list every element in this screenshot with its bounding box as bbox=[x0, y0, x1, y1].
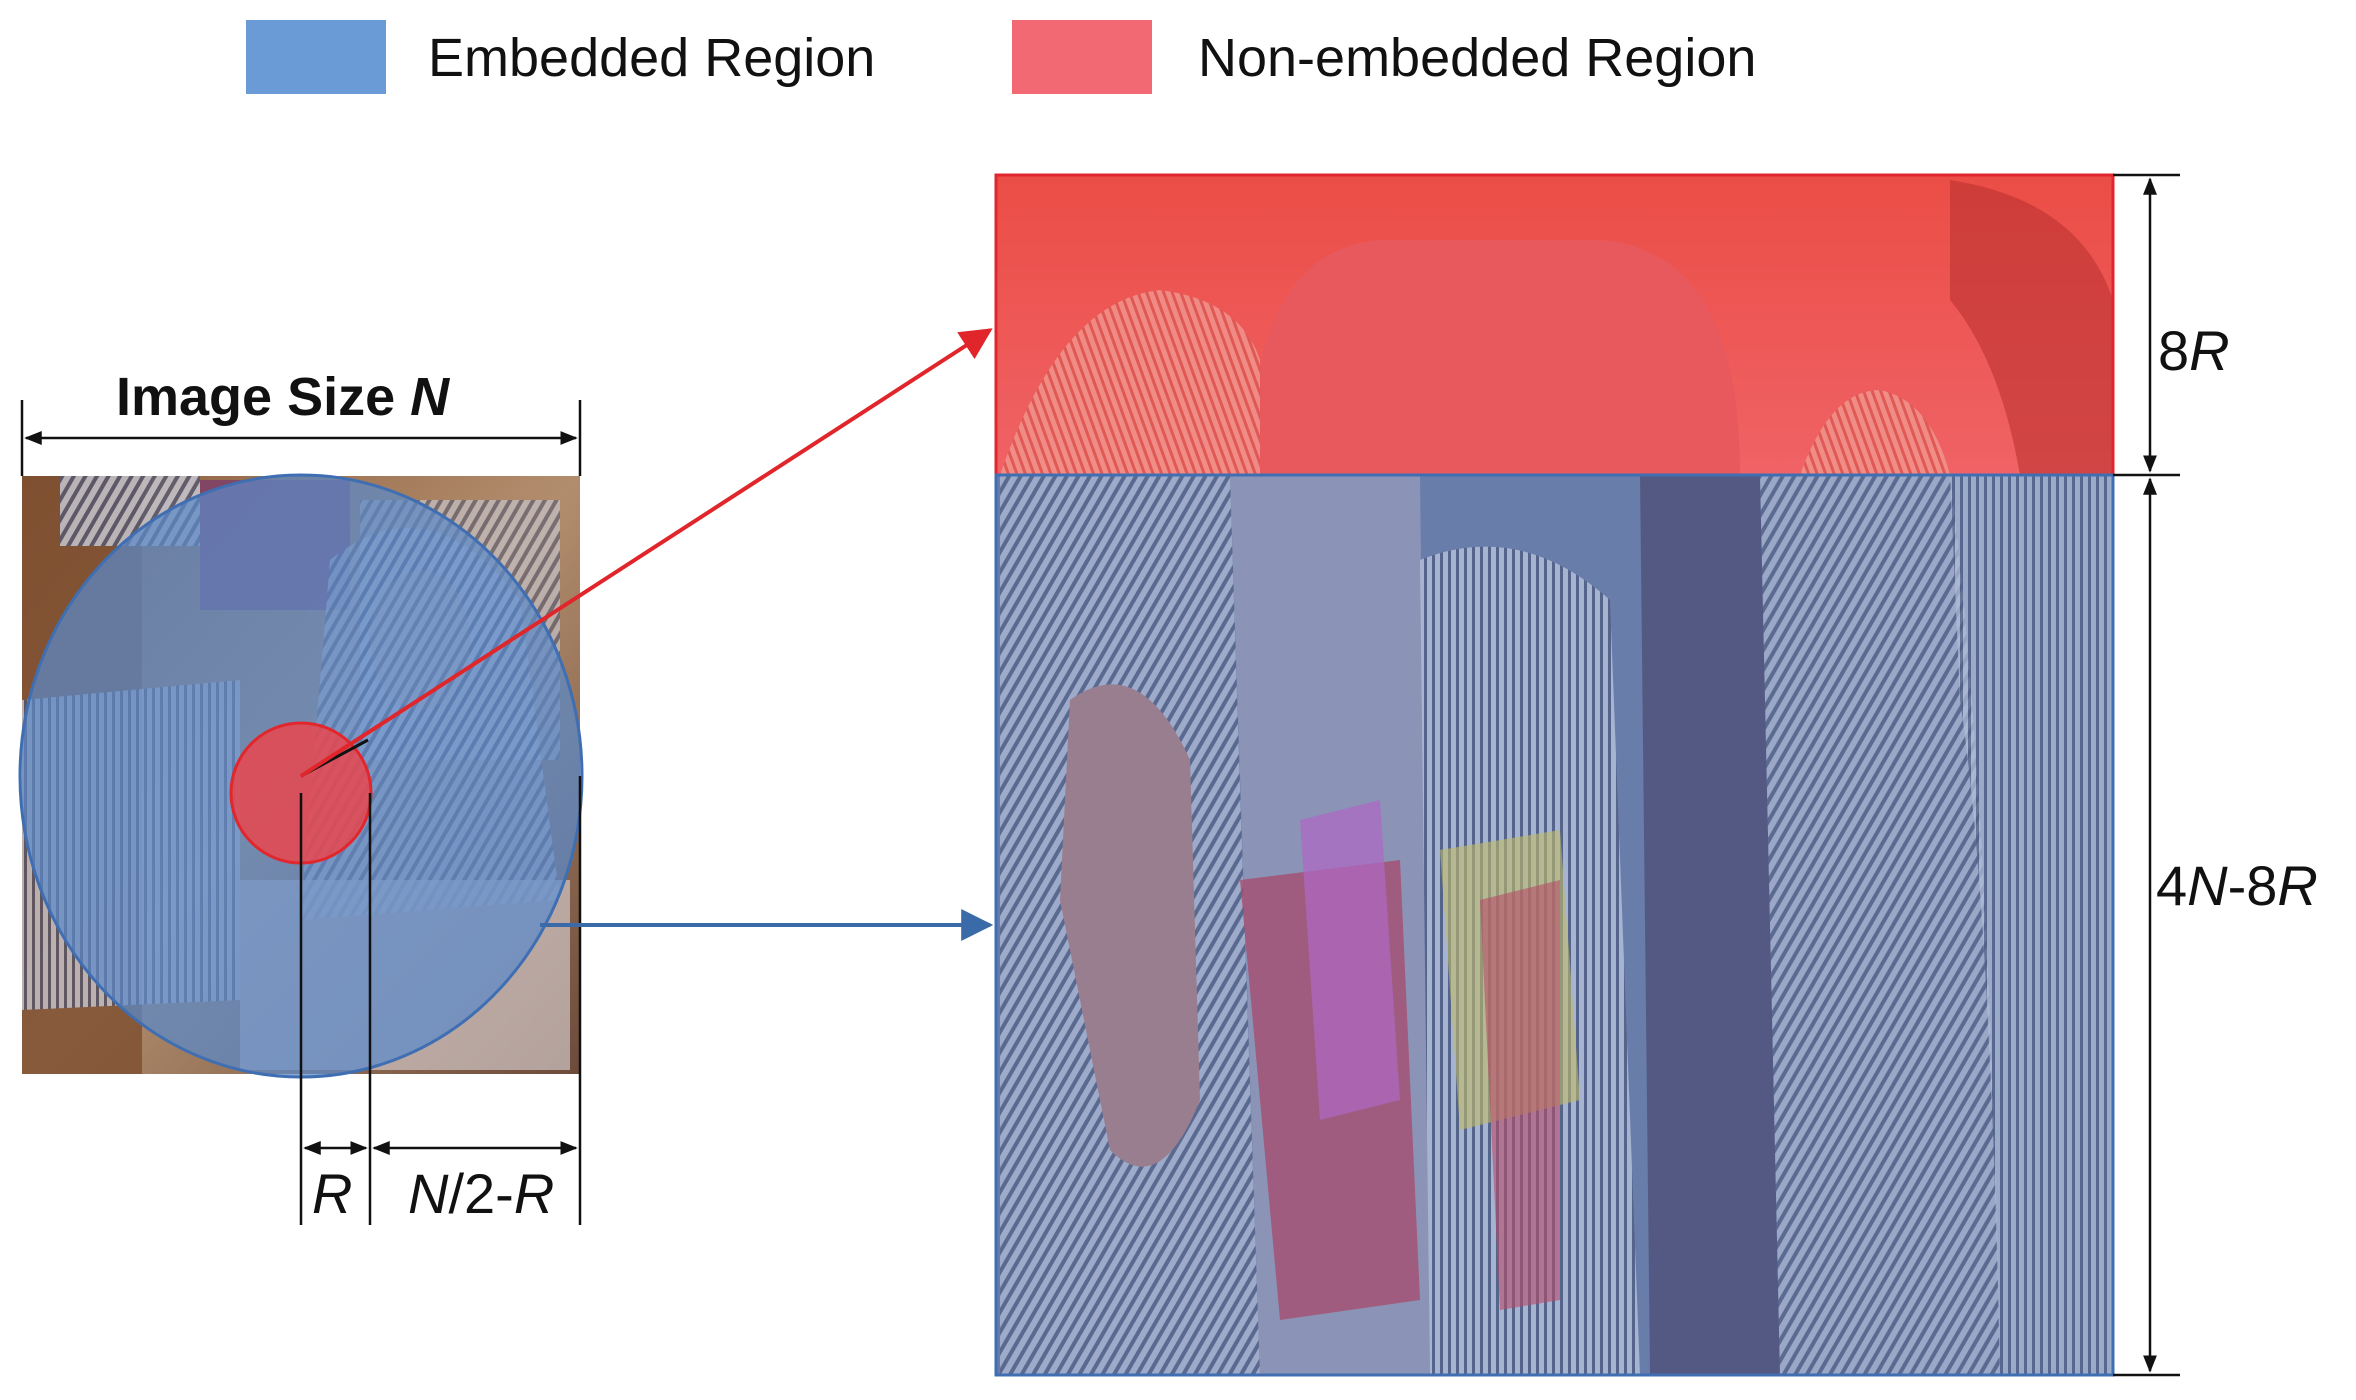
legend-swatch-non-embedded bbox=[1012, 20, 1152, 94]
polar-transformed-image bbox=[994, 173, 2115, 1377]
right-dimensions: 8R 4N-8R bbox=[2113, 173, 2318, 1377]
r-label: R bbox=[312, 1162, 352, 1225]
4n-minus-8r-label: 4N-8R bbox=[2156, 854, 2318, 917]
legend: Embedded Region Non-embedded Region bbox=[246, 20, 1756, 94]
legend-label-embedded: Embedded Region bbox=[428, 28, 875, 88]
source-image-panel: Image Size N R N/2-R bbox=[18, 367, 584, 1225]
red-mapping-arrow bbox=[299, 328, 993, 778]
n2-minus-r-label: N/2-R bbox=[408, 1162, 554, 1225]
legend-label-non-embedded: Non-embedded Region bbox=[1198, 28, 1756, 88]
8r-label: 8R bbox=[2158, 319, 2230, 382]
image-size-label: Image Size N bbox=[116, 367, 450, 427]
legend-swatch-embedded bbox=[246, 20, 386, 94]
